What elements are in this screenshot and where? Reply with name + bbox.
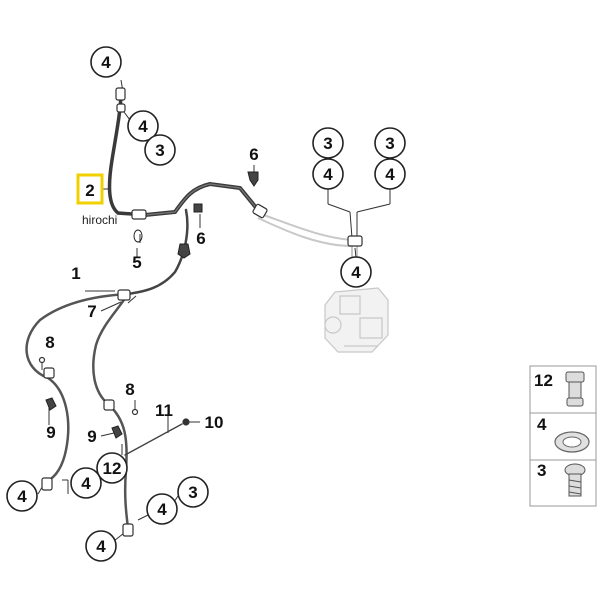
label-7: 7	[87, 302, 96, 321]
svg-text:4: 4	[323, 165, 333, 184]
svg-text:3: 3	[537, 461, 546, 480]
svg-text:12: 12	[534, 371, 553, 390]
callout-4-bl2: 4	[70, 467, 102, 499]
label-9a: 9	[46, 423, 55, 442]
svg-text:4: 4	[385, 165, 395, 184]
svg-text:12: 12	[103, 459, 122, 478]
svg-text:3: 3	[188, 483, 197, 502]
callout-4-bm2: 4	[146, 493, 178, 525]
label-2: 2	[85, 181, 94, 200]
label-6b: 6	[196, 229, 205, 248]
callout-3-a: 3	[144, 134, 176, 166]
svg-text:4: 4	[17, 487, 27, 506]
watermark-text: hirochi	[82, 213, 117, 227]
leader-lines	[37, 79, 391, 545]
callout-12: 12	[96, 452, 128, 484]
callout-3-right1: 3	[312, 127, 344, 159]
part-labels: 2 hirochi 1 5 6 6 7 8 8 9 9 11 10	[45, 145, 258, 446]
callout-4-bm1: 4	[85, 530, 117, 562]
callout-4-top: 4	[90, 46, 122, 78]
legend-panel: 12 4 3	[529, 365, 597, 507]
label-8a: 8	[45, 333, 54, 352]
callout-4-right2: 4	[374, 158, 406, 190]
label-9b: 9	[87, 427, 96, 446]
brake-hoses	[25, 90, 260, 530]
svg-text:3: 3	[385, 134, 394, 153]
sealing-washer-icon	[554, 431, 590, 453]
label-11: 11	[155, 401, 173, 420]
legend-item-4: 4	[537, 415, 590, 453]
label-8b: 8	[125, 380, 134, 399]
label-10: 10	[205, 413, 224, 432]
svg-text:4: 4	[351, 263, 361, 282]
svg-text:4: 4	[157, 500, 167, 519]
svg-text:4: 4	[96, 537, 106, 556]
svg-text:4: 4	[537, 415, 547, 434]
abs-unit	[324, 287, 389, 353]
clips	[45, 171, 259, 439]
svg-text:4: 4	[101, 53, 111, 72]
banjo-bolt-icon	[564, 463, 586, 497]
union-bolt-icon	[565, 371, 585, 407]
svg-text:4: 4	[138, 117, 148, 136]
label-1: 1	[71, 264, 80, 283]
callout-4-a: 4	[127, 110, 159, 142]
svg-text:3: 3	[323, 134, 332, 153]
highlight-box	[76, 173, 104, 205]
svg-text:4: 4	[81, 474, 91, 493]
legend-item-3: 3	[537, 461, 586, 497]
callouts: 4 4 3 3 4 3 4 4 4 4 12 4 4 3	[6, 46, 406, 562]
label-6a: 6	[249, 145, 258, 164]
callout-4-abs: 4	[340, 256, 372, 288]
callout-4-right1: 4	[312, 158, 344, 190]
callout-4-bl1: 4	[6, 480, 38, 512]
svg-text:3: 3	[155, 141, 164, 160]
callout-3-bm: 3	[177, 476, 209, 508]
callout-3-right2: 3	[374, 127, 406, 159]
label-5: 5	[132, 253, 141, 272]
legend-item-12: 12	[534, 371, 585, 407]
abs-pipes	[254, 211, 358, 272]
fittings	[38, 87, 363, 537]
